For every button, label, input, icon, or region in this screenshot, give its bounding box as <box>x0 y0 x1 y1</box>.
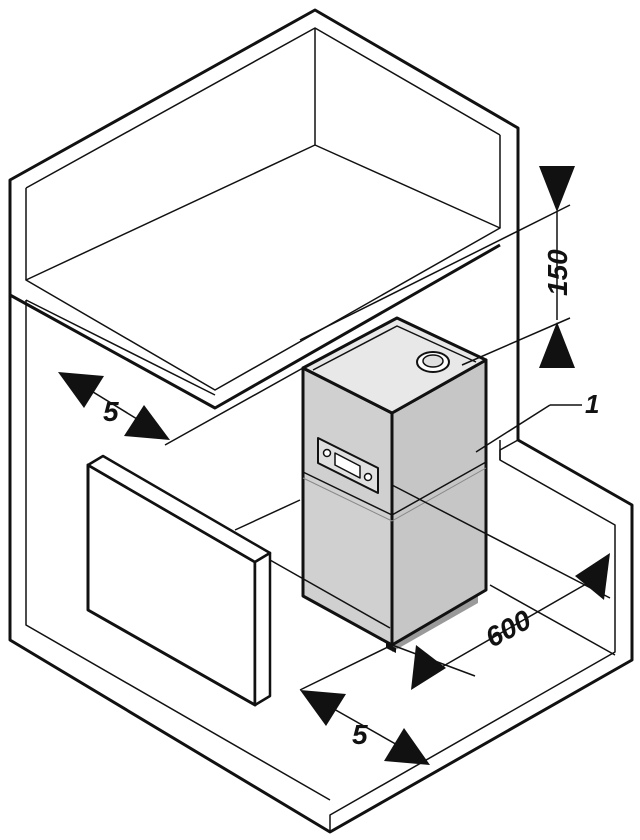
front-clearance-label: 600 <box>480 604 536 654</box>
boiler-panel-seam <box>302 461 487 516</box>
control-panel-display <box>334 452 361 479</box>
control-knob-left <box>322 448 332 458</box>
bottom-dim-extension-right <box>299 644 393 691</box>
floor-right-line <box>489 584 616 656</box>
callout-leader-line <box>475 404 551 453</box>
boiler-floor-shadow <box>392 595 478 652</box>
bottom-arrow-right-icon <box>384 728 430 765</box>
boiler-top-face <box>301 316 488 415</box>
side-panel-thickness <box>253 551 272 707</box>
room-outer-outline <box>8 8 634 834</box>
top-arrow-down-icon <box>539 166 575 212</box>
top-clearance-label: 150 <box>542 249 573 296</box>
room-alcove <box>8 8 634 834</box>
boiler-panel-seam-shade <box>302 467 487 522</box>
room-left-inner-wall <box>25 300 331 801</box>
side-panel <box>86 454 272 707</box>
boiler-top-lid <box>312 325 477 371</box>
front-arrow-left-icon <box>411 645 446 690</box>
shelf-front-edge <box>9 243 501 410</box>
front-dim-line <box>439 575 601 669</box>
top-arrow-up-icon <box>539 322 575 368</box>
top-dim-extension-lower <box>461 317 571 366</box>
bottom-arrow-left-icon <box>300 690 346 726</box>
arrowheads <box>58 166 610 765</box>
front-dim-extension-left <box>391 484 611 599</box>
top-dim-extension-upper <box>299 204 571 341</box>
shelf-bottom-edge <box>25 299 216 396</box>
front-arrow-right-icon <box>575 553 610 600</box>
boiler-control-panel <box>317 437 379 494</box>
control-knob-right <box>363 472 373 482</box>
room-back-left-wall <box>25 27 501 189</box>
floor-back-line <box>234 499 301 531</box>
boiler-foot <box>386 643 396 653</box>
left-arrow-lower-icon <box>124 405 170 440</box>
left-arrow-upper-icon <box>58 372 104 408</box>
bottom-dim-extension-left <box>269 559 391 629</box>
boiler-unit <box>301 316 488 653</box>
callout-number-label: 1 <box>585 389 599 419</box>
left-dim-extension <box>164 367 304 446</box>
bottom-side-clearance-label: 5 <box>352 719 368 750</box>
flue-outlet-icon <box>416 351 450 373</box>
left-side-clearance-label: 5 <box>103 396 119 427</box>
